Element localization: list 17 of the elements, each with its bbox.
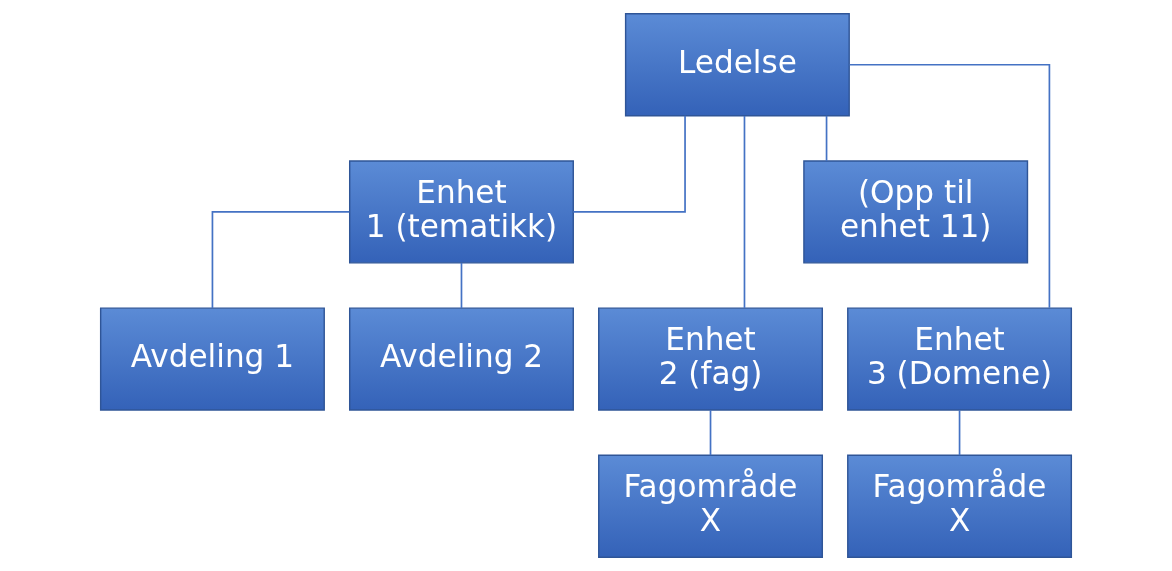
connector	[709, 409, 712, 457]
connector	[211, 211, 351, 309]
node-box: Enhet 2 (fag)	[598, 307, 823, 411]
node-box: Avdeling 1	[99, 307, 325, 411]
node-box: Avdeling 2	[349, 307, 574, 411]
connector	[848, 63, 1051, 309]
connector	[825, 114, 828, 162]
connector	[460, 262, 463, 309]
node-box: Ledelse	[624, 13, 850, 117]
node-box: Fagområde X	[598, 454, 823, 558]
node-box: Fagområde X	[847, 454, 1073, 558]
node-box: Enhet 1 (tematikk)	[349, 160, 574, 264]
connector	[572, 114, 686, 213]
connector	[743, 115, 746, 309]
node-box: Enhet 3 (Domene)	[847, 307, 1073, 411]
node-box: (Opp til enhet 11)	[803, 160, 1029, 264]
connector	[958, 409, 961, 457]
